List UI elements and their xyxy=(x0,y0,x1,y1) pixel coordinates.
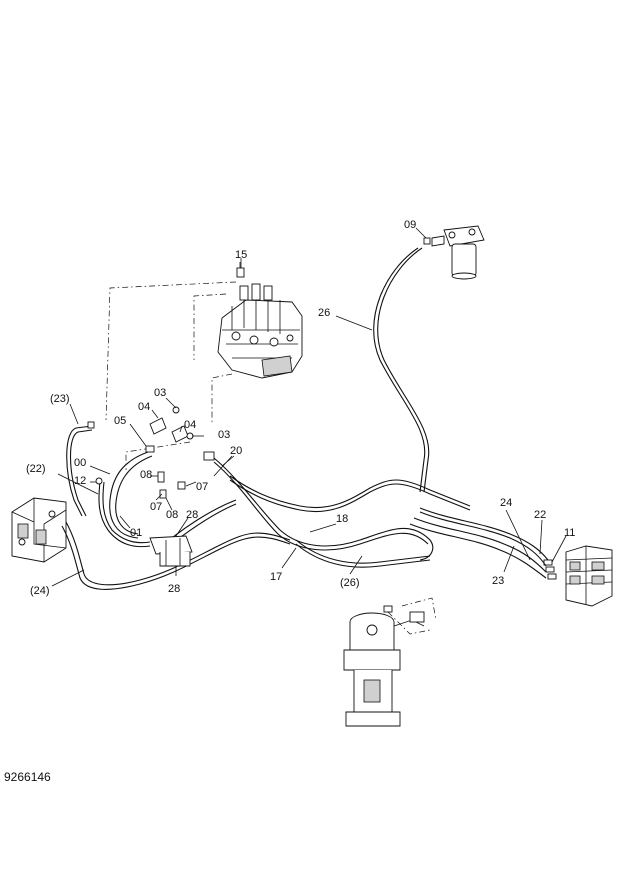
callout-labels: 15 09 26 (23) 03 04 05 04 03 20 00 (22) … xyxy=(26,219,575,597)
callout-08-second: 08 xyxy=(166,509,178,521)
callout-20: 20 xyxy=(230,445,242,457)
callout-23-paren: (23) xyxy=(50,393,70,405)
fitting-04a xyxy=(149,417,167,435)
callout-26: 26 xyxy=(318,307,330,319)
callout-00: 00 xyxy=(74,457,86,469)
fitting-23-end xyxy=(87,421,95,429)
fitting-12 xyxy=(95,477,103,485)
fittings-11 xyxy=(543,559,557,580)
fitting-15 xyxy=(236,262,245,278)
fitting-09 xyxy=(423,237,431,245)
right-control-valve xyxy=(565,545,613,607)
fitting-20 xyxy=(203,451,215,461)
pilot-filter xyxy=(431,225,485,280)
leader-lines xyxy=(51,227,567,587)
callout-12: 12 xyxy=(74,475,86,487)
callout-18: 18 xyxy=(336,513,348,525)
callout-01: 01 xyxy=(130,527,142,539)
drawing-code: 9266146 xyxy=(4,770,51,784)
left-control-valve xyxy=(11,497,67,563)
callout-24: 24 xyxy=(500,497,512,509)
fitting-05 xyxy=(145,445,155,453)
callout-04: 04 xyxy=(138,401,150,413)
callout-24-paren: (24) xyxy=(30,585,50,597)
fitting-08a xyxy=(157,471,165,483)
callout-07-second: 07 xyxy=(150,501,162,513)
callout-22: 22 xyxy=(534,509,546,521)
callout-09: 09 xyxy=(404,219,416,231)
callout-08: 08 xyxy=(140,469,152,481)
callout-17: 17 xyxy=(270,571,282,583)
callout-22-paren: (22) xyxy=(26,463,46,475)
callout-23: 23 xyxy=(492,575,504,587)
fitting-07 xyxy=(177,481,186,490)
callout-03: 03 xyxy=(154,387,166,399)
callout-28: 28 xyxy=(186,509,198,521)
callout-15: 15 xyxy=(235,249,247,261)
fitting-08b xyxy=(159,489,167,499)
callout-03-second: 03 xyxy=(218,429,230,441)
callout-07: 07 xyxy=(196,481,208,493)
fittings-small xyxy=(87,406,215,499)
callout-04-second: 04 xyxy=(184,419,196,431)
bracket-28 xyxy=(149,535,193,567)
callout-28-second: 28 xyxy=(168,583,180,595)
fitting-03a xyxy=(172,406,180,414)
swing-motor xyxy=(343,605,425,727)
callout-26-paren: (26) xyxy=(340,577,360,589)
callout-11: 11 xyxy=(564,527,575,539)
callout-05: 05 xyxy=(114,415,126,427)
pilot-valve-block xyxy=(217,283,303,379)
